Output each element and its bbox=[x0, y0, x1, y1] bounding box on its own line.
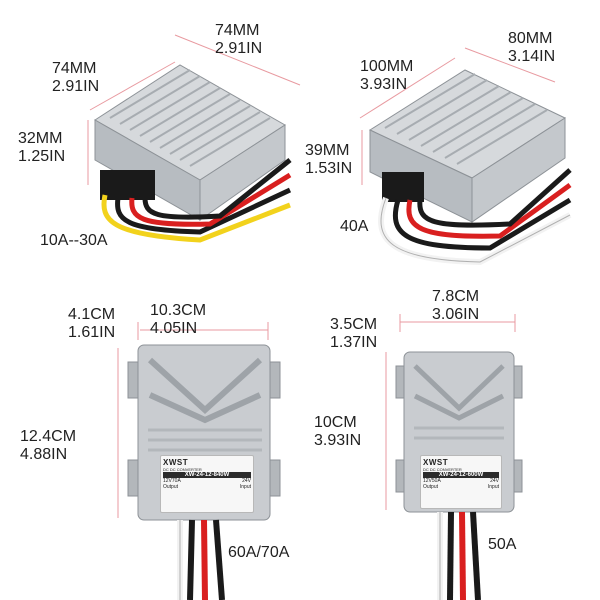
converter-40a-image bbox=[359, 47, 572, 266]
caption-60a-70a: 60A/70A bbox=[228, 544, 290, 561]
dim-width-60a: 10.3CM 4.05IN bbox=[150, 302, 207, 337]
caption-50a: 50A bbox=[488, 536, 517, 553]
product-10a-30a: 74MM 2.91IN 74MM 2.91IN 32MM 1.25IN 10A-… bbox=[0, 0, 301, 300]
rating-label-600w: XWST DC DC CONVERTER XW-24-12-600W 12V50… bbox=[420, 455, 502, 509]
dim-top-40a: 80MM 3.14IN bbox=[508, 30, 556, 65]
dim-left-10a: 74MM 2.91IN bbox=[52, 60, 100, 95]
product-40a: 80MM 3.14IN 100MM 3.93IN 39MM 1.53IN 40A bbox=[300, 0, 600, 300]
dim-left-40a: 100MM 3.93IN bbox=[360, 58, 414, 93]
rating-label-840w: XWST DC DC CONVERTER XW-24-12-840W 12V70… bbox=[160, 455, 254, 513]
dim-height-10a: 32MM 1.25IN bbox=[18, 130, 66, 165]
dim-width-50a: 7.8CM 3.06IN bbox=[432, 288, 480, 323]
caption-40a: 40A bbox=[340, 218, 369, 235]
product-50a: XWST DC DC CONVERTER XW-24-12-600W 12V50… bbox=[300, 288, 600, 600]
dim-height-60a: 12.4CM 4.88IN bbox=[20, 428, 77, 463]
product-60a-70a: XWST DC DC CONVERTER XW-24-12-840W 12V70… bbox=[0, 300, 300, 600]
converter-10a-30a-image bbox=[87, 34, 301, 243]
dim-height-50a: 10CM 3.93IN bbox=[314, 414, 362, 449]
caption-10a-30a: 10A--30A bbox=[40, 232, 108, 249]
dim-top-10a: 74MM 2.91IN bbox=[215, 22, 263, 57]
dim-depth-60a: 4.1CM 1.61IN bbox=[68, 306, 116, 341]
dim-depth-50a: 3.5CM 1.37IN bbox=[330, 316, 378, 351]
dim-height-40a: 39MM 1.53IN bbox=[305, 142, 353, 177]
